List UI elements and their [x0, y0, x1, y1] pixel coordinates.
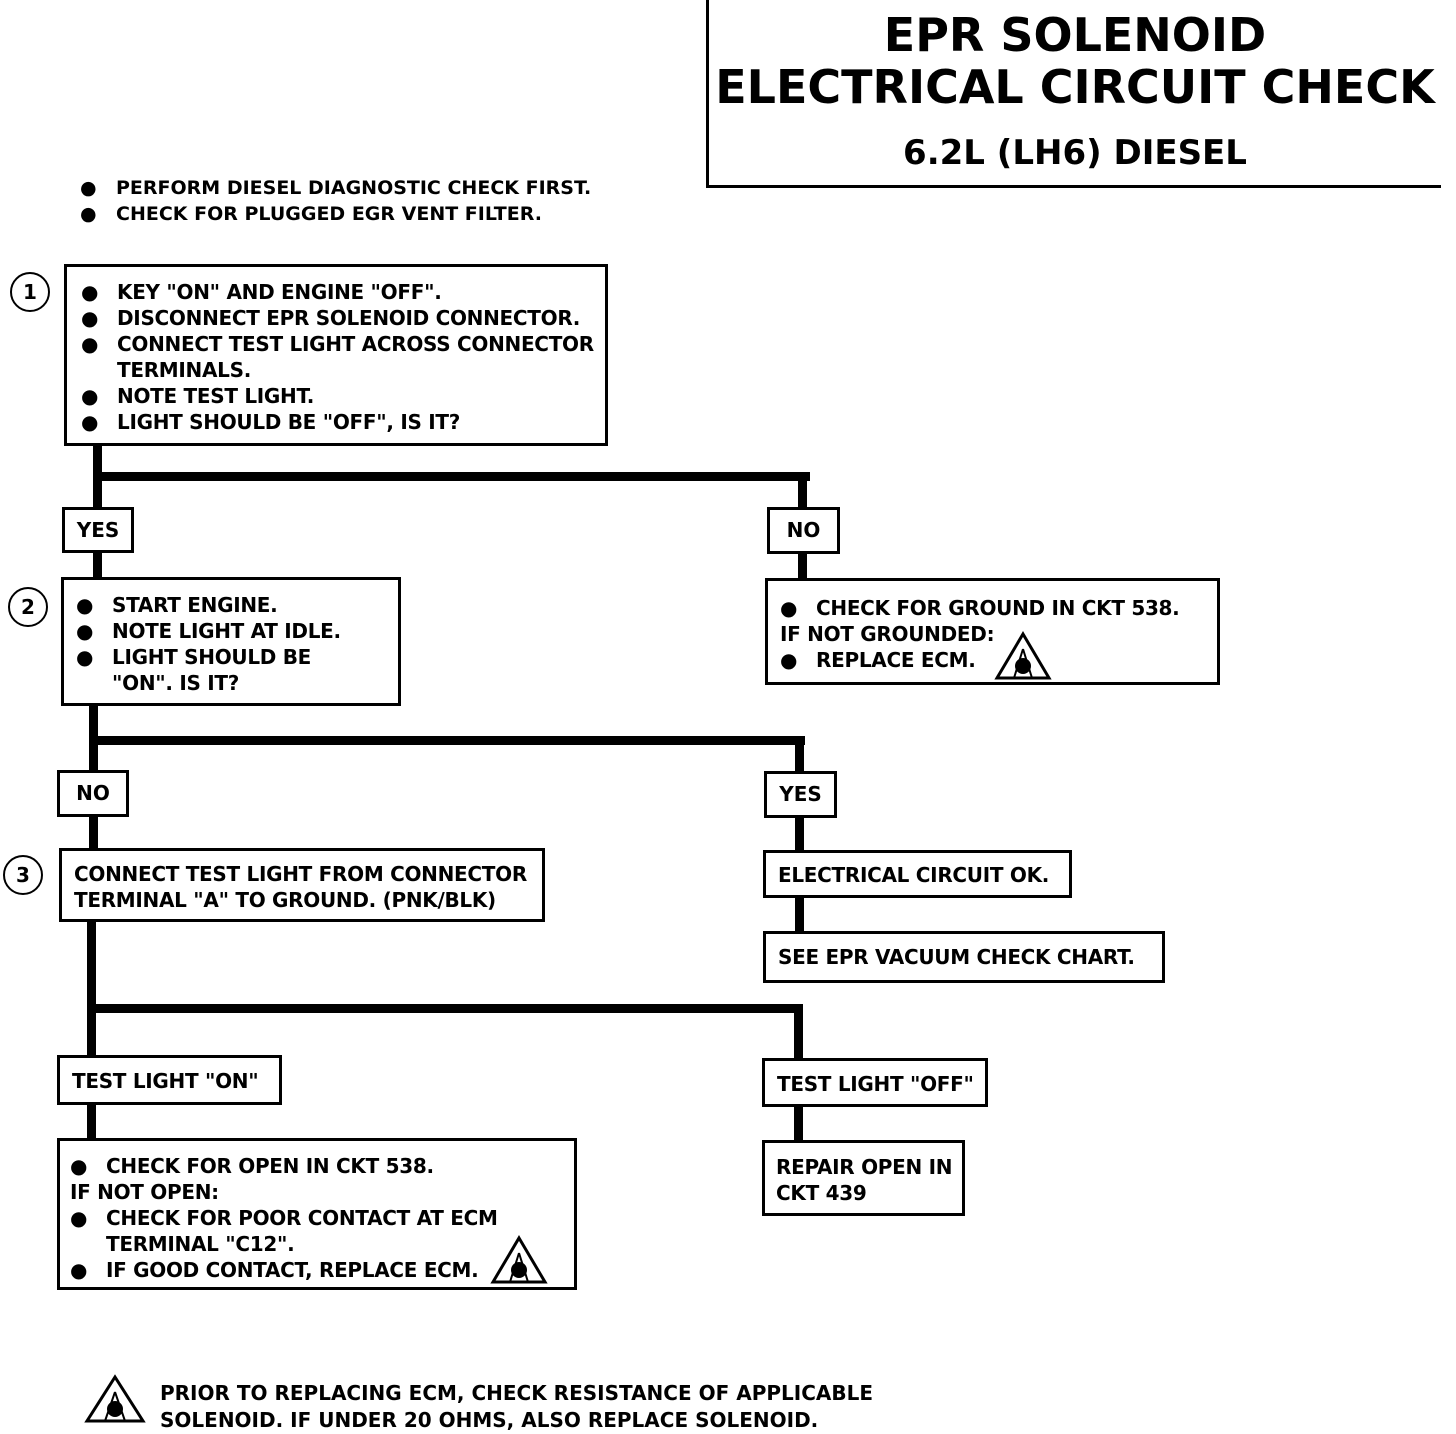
on-box-item-2: CHECK FOR POOR CONTACT AT ECM TERMINAL "…	[106, 1206, 498, 1256]
warning-triangle-icon	[490, 1235, 549, 1284]
step-1-item: LIGHT SHOULD BE "OFF", IS IT?	[117, 410, 461, 434]
footnote-line-2: SOLENOID. IF UNDER 20 OHMS, ALSO REPLACE…	[160, 1408, 819, 1432]
intro-item-2: CHECK FOR PLUGGED EGR VENT FILTER.	[116, 203, 542, 225]
no-ground-box: ●CHECK FOR GROUND IN CKT 538. IF NOT GRO…	[765, 578, 1220, 685]
step-1-item: DISCONNECT EPR SOLENOID CONNECTOR.	[117, 306, 581, 330]
off-box-line-1: REPAIR OPEN IN	[776, 1155, 953, 1179]
step-1-box: ●KEY "ON" AND ENGINE "OFF". ●DISCONNECT …	[64, 264, 608, 446]
branch-1-no-label: NO	[767, 507, 840, 554]
footnote: PRIOR TO REPLACING ECM, CHECK RESISTANCE…	[160, 1380, 873, 1434]
connector-line	[87, 1004, 803, 1013]
step-3-box: CONNECT TEST LIGHT FROM CONNECTOR TERMIN…	[59, 848, 545, 922]
title-line-2: ELECTRICAL CIRCUIT CHECK	[715, 60, 1435, 114]
connector-line	[93, 472, 810, 481]
vacuum-check-box: SEE EPR VACUUM CHECK CHART.	[763, 931, 1165, 983]
step-2-item: NOTE LIGHT AT IDLE.	[112, 619, 341, 643]
step-2-box: ●START ENGINE. ●NOTE LIGHT AT IDLE. ●LIG…	[61, 577, 401, 706]
connector-line	[795, 736, 804, 934]
connector-line	[89, 736, 805, 745]
branch-1-yes-label: YES	[62, 507, 134, 553]
test-light-on-box: ●CHECK FOR OPEN IN CKT 538. IF NOT OPEN:…	[57, 1138, 577, 1290]
intro-list: ●PERFORM DIESEL DIAGNOSTIC CHECK FIRST. …	[80, 177, 592, 225]
step-3-line-1: CONNECT TEST LIGHT FROM CONNECTOR	[74, 862, 527, 886]
no-ground-item-1: CHECK FOR GROUND IN CKT 538.	[816, 596, 1180, 620]
step-number-2: 2	[8, 587, 48, 627]
title-line-1: EPR SOLENOID	[883, 8, 1267, 62]
branch-2-no-label: NO	[57, 770, 129, 817]
step-1-item: CONNECT TEST LIGHT ACROSS CONNECTOR TERM…	[117, 332, 594, 382]
step-2-item: LIGHT SHOULD BE "ON". IS IT?	[112, 645, 312, 695]
step-number-3: 3	[3, 855, 43, 895]
off-box-line-2: CKT 439	[776, 1181, 867, 1205]
warning-triangle-icon	[993, 631, 1052, 680]
intro-item-1: PERFORM DIESEL DIAGNOSTIC CHECK FIRST.	[116, 177, 592, 199]
step-3-line-2: TERMINAL "A" TO GROUND. (PNK/BLK)	[74, 888, 496, 912]
footnote-line-1: PRIOR TO REPLACING ECM, CHECK RESISTANCE…	[160, 1381, 874, 1405]
test-light-off-label: TEST LIGHT "OFF"	[762, 1058, 988, 1107]
warning-triangle-icon	[84, 1374, 146, 1423]
circuit-ok-box: ELECTRICAL CIRCUIT OK.	[763, 850, 1072, 898]
title-block: EPR SOLENOID ELECTRICAL CIRCUIT CHECK 6.…	[706, 0, 1441, 188]
test-light-off-box: REPAIR OPEN IN CKT 439	[762, 1140, 965, 1216]
connector-line	[794, 1107, 803, 1142]
on-box-condition: IF NOT OPEN:	[70, 1180, 219, 1204]
test-light-on-label: TEST LIGHT "ON"	[57, 1055, 282, 1105]
branch-2-yes-label: YES	[764, 771, 837, 818]
step-1-item: NOTE TEST LIGHT.	[117, 384, 315, 408]
on-box-item-3: IF GOOD CONTACT, REPLACE ECM.	[106, 1258, 479, 1282]
connector-line	[87, 920, 96, 1140]
no-ground-item-2: REPLACE ECM.	[816, 648, 976, 672]
no-ground-condition: IF NOT GROUNDED:	[780, 622, 995, 646]
on-box-item-1: CHECK FOR OPEN IN CKT 538.	[106, 1154, 434, 1178]
step-2-item: START ENGINE.	[112, 593, 278, 617]
step-1-item: KEY "ON" AND ENGINE "OFF".	[117, 280, 442, 304]
connector-line	[87, 1105, 96, 1141]
title-line-3: 6.2L (LH6) DIESEL	[903, 133, 1247, 173]
step-number-1: 1	[10, 272, 50, 312]
